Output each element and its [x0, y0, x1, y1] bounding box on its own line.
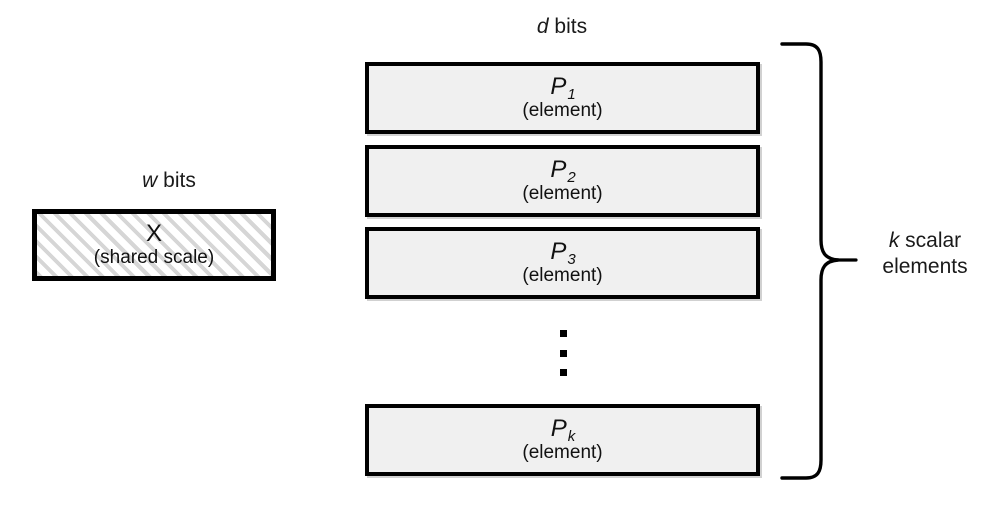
element-box-p1: P1 (element): [365, 62, 760, 134]
k-scalar-line: k scalar: [862, 228, 988, 254]
element-symbol-p1: P1: [550, 72, 576, 103]
element-box-pk: Pk (element): [365, 404, 760, 476]
k-symbol: k: [888, 229, 900, 252]
element-symbol-pk: Pk: [550, 414, 576, 445]
brace-icon: [780, 42, 858, 480]
shared-scale-symbol: X: [145, 219, 162, 247]
element-caption-p2: (element): [522, 182, 603, 204]
w-symbol: w: [142, 169, 158, 192]
d-bits-label: d bits: [482, 14, 642, 40]
element-symbol-p3: P3: [550, 237, 576, 268]
d-bits-unit: bits: [554, 15, 588, 38]
shared-scale-caption: (shared scale): [93, 246, 215, 268]
element-box-p2: P2 (element): [365, 145, 760, 217]
vertical-ellipsis-icon: [559, 330, 567, 376]
w-bits-unit: bits: [163, 169, 196, 192]
k-scalar-elements-label: k scalar elements: [862, 228, 988, 280]
d-symbol: d: [536, 15, 549, 38]
shared-scale-box: X (shared scale): [32, 209, 276, 281]
element-symbol-p2: P2: [550, 155, 576, 186]
right-curly-brace: [780, 40, 862, 484]
element-caption-pk: (element): [522, 441, 603, 463]
element-box-p3: P3 (element): [365, 227, 760, 299]
w-bits-label: w bits: [94, 168, 244, 194]
scalar-word: scalar: [905, 229, 962, 252]
element-caption-p1: (element): [522, 99, 603, 121]
element-caption-p3: (element): [522, 264, 603, 286]
elements-line: elements: [882, 255, 968, 278]
